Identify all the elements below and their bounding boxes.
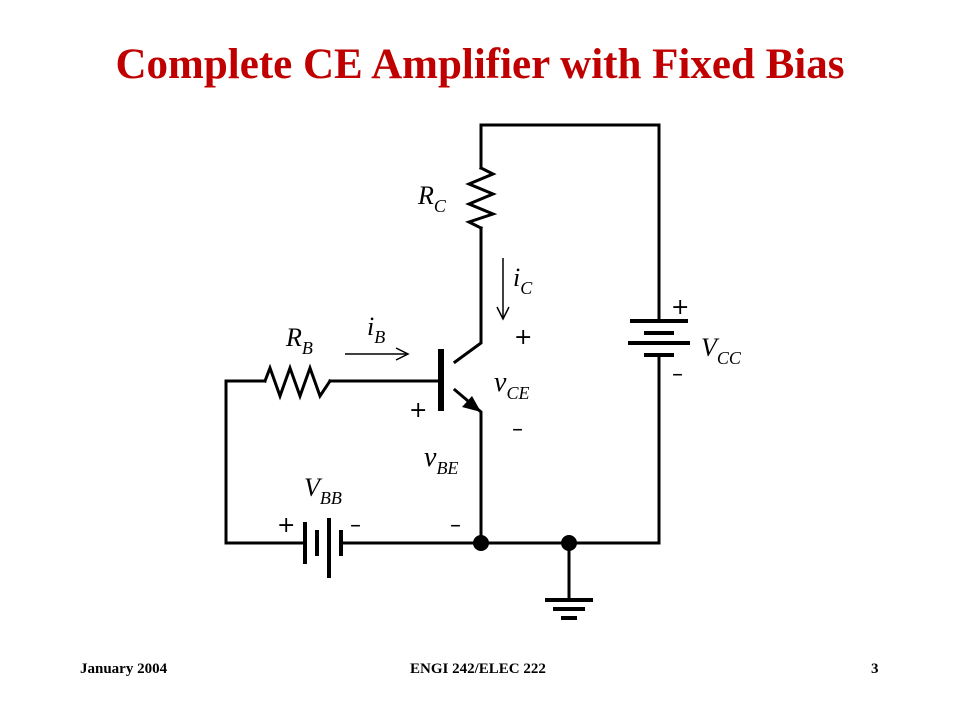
slide-title: Complete CE Amplifier with Fixed Bias — [115, 41, 845, 88]
resistor-rb — [263, 363, 333, 401]
wire-top — [479, 123, 661, 297]
emitter-arrow — [462, 396, 481, 412]
vbb-plus-sign: + — [277, 513, 295, 538]
ib-label: iB — [367, 312, 385, 347]
vcc-label: VCC — [701, 333, 742, 368]
rb-label: RB — [285, 323, 313, 358]
vce-minus-sign: – — [512, 417, 523, 442]
vcc-plus-sign: + — [671, 295, 689, 320]
vbb-label: VBB — [304, 473, 342, 508]
wire-rc-to-collector — [452, 226, 483, 365]
vce-label: vCE — [494, 367, 529, 403]
vbe-label: vBE — [424, 442, 458, 478]
rc-label: RC — [417, 181, 447, 216]
vce-plus-sign: + — [514, 325, 532, 350]
junction-emitter — [473, 535, 489, 551]
ib-arrow-head — [395, 347, 410, 361]
vbb-minus-sign: – — [350, 513, 361, 538]
wire-bottom-rail — [479, 355, 661, 545]
footer-date: January 2004 — [80, 661, 168, 677]
vcc-minus-sign: – — [672, 362, 683, 387]
ic-arrow-head — [496, 306, 510, 321]
footer-course: ENGI 242/ELEC 222 — [410, 661, 546, 677]
ic-label: iC — [513, 263, 533, 298]
junction-ground — [561, 535, 577, 551]
footer-page-number: 3 — [871, 661, 879, 677]
resistor-rc — [465, 165, 498, 231]
vbe-plus-sign: + — [409, 398, 427, 423]
vbe-minus-sign: – — [450, 513, 461, 538]
wire-left-loop — [224, 379, 305, 545]
